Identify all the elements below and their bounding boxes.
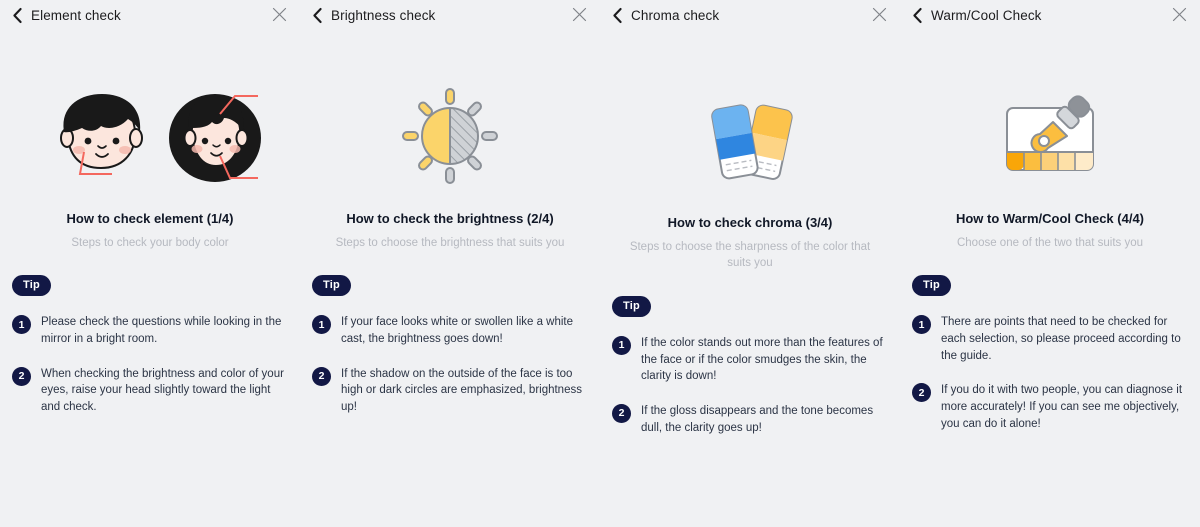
step-number: 1 (612, 335, 631, 355)
tip-badge-wrap: Tip (0, 275, 300, 297)
tip-badge-wrap: Tip (600, 295, 900, 317)
panel-warm-cool-check: Warm/Cool Check (900, 0, 1200, 527)
list-item: 2 If you do it with two people, you can … (912, 382, 1186, 432)
step-number: 1 (12, 315, 31, 335)
two-faces-illustration (0, 76, 300, 196)
step-number: 1 (912, 315, 931, 335)
sun-half-shaded-illustration (300, 76, 600, 196)
step-text: If your face looks white or swollen like… (341, 316, 574, 345)
steps-list: 1 Please check the questions while looki… (0, 314, 300, 527)
color-swatch-cards-illustration (600, 80, 900, 200)
tip-badge-wrap: Tip (900, 275, 1200, 297)
panel-header: Brightness check (300, 2, 600, 28)
panel-title: Chroma check (631, 7, 720, 23)
list-item: 1 If the color stands out more than the … (612, 335, 886, 385)
list-item: 2 If the shadow on the outside of the fa… (312, 366, 586, 416)
page-title: How to Warm/Cool Check (4/4) (955, 211, 1145, 226)
list-item: 1 If your face looks white or swollen li… (312, 314, 586, 347)
close-icon[interactable] (272, 7, 288, 23)
step-text: If the color stands out more than the fe… (641, 336, 883, 383)
list-item: 2 If the gloss disappears and the tone b… (612, 403, 886, 436)
list-item: 2 When checking the brightness and color… (12, 366, 286, 416)
step-text: If you do it with two people, you can di… (941, 384, 1183, 430)
step-number: 2 (12, 366, 31, 386)
page-subtitle: Steps to choose the sharpness of the col… (629, 240, 871, 270)
step-number: 1 (312, 315, 331, 335)
chevron-left-icon[interactable] (10, 7, 24, 23)
tip-badge: Tip (612, 295, 651, 317)
chevron-left-icon[interactable] (610, 7, 624, 23)
heading-block: How to check the brightness (2/4) Steps … (300, 196, 600, 251)
eyedropper-palette-illustration (900, 76, 1200, 196)
step-text: When checking the brightness and color o… (41, 367, 284, 413)
tip-badge: Tip (912, 275, 951, 297)
page-title: How to check chroma (3/4) (667, 215, 833, 230)
step-number: 2 (612, 403, 631, 423)
panel-title: Warm/Cool Check (931, 7, 1042, 23)
list-item: 1 Please check the questions while looki… (12, 314, 286, 347)
boy-face (60, 94, 143, 170)
eyedropper-icon (1030, 95, 1091, 153)
step-text: If the gloss disappears and the tone bec… (641, 404, 874, 434)
blue-swatch-card (711, 104, 759, 180)
panel-header: Element check (0, 2, 300, 28)
step-text: There are points that need to be checked… (941, 316, 1181, 362)
step-number: 2 (312, 366, 331, 386)
page-subtitle: Steps to check your body color (71, 236, 229, 249)
heading-block: How to check chroma (3/4) Steps to choos… (600, 200, 900, 272)
close-icon[interactable] (872, 7, 888, 23)
page-subtitle: Choose one of the two that suits you (956, 236, 1144, 249)
tip-badge: Tip (312, 275, 351, 297)
girl-face (169, 94, 261, 182)
page-subtitle: Steps to choose the brightness that suit… (335, 236, 565, 249)
step-text: Please check the questions while looking… (41, 316, 282, 345)
step-text: If the shadow on the outside of the face… (341, 367, 582, 413)
chevron-left-icon[interactable] (310, 7, 324, 23)
panel-brightness-check: Brightness check (300, 0, 600, 527)
panel-element-check: Element check (0, 0, 300, 527)
step-number: 2 (912, 383, 931, 403)
steps-list: 1 If your face looks white or swollen li… (300, 314, 600, 527)
close-icon[interactable] (1172, 7, 1188, 23)
heading-block: How to Warm/Cool Check (4/4) Choose one … (900, 196, 1200, 251)
page-title: How to check the brightness (2/4) (346, 211, 554, 226)
tip-badge-wrap: Tip (300, 275, 600, 297)
panel-header: Warm/Cool Check (900, 2, 1200, 28)
panel-title: Brightness check (331, 7, 436, 23)
steps-list: 1 There are points that need to be check… (900, 314, 1200, 527)
close-icon[interactable] (572, 7, 588, 23)
steps-list: 1 If the color stands out more than the … (600, 335, 900, 527)
panel-header: Chroma check (600, 2, 900, 28)
panel-title: Element check (31, 7, 121, 23)
page-title: How to check element (1/4) (66, 211, 234, 226)
heading-block: How to check element (1/4) Steps to chec… (0, 196, 300, 251)
palette-swatch-row (1007, 151, 1093, 170)
chevron-left-icon[interactable] (910, 7, 924, 23)
list-item: 1 There are points that need to be check… (912, 314, 1186, 364)
panel-chroma-check: Chroma check (600, 0, 900, 527)
tip-badge: Tip (12, 275, 51, 297)
